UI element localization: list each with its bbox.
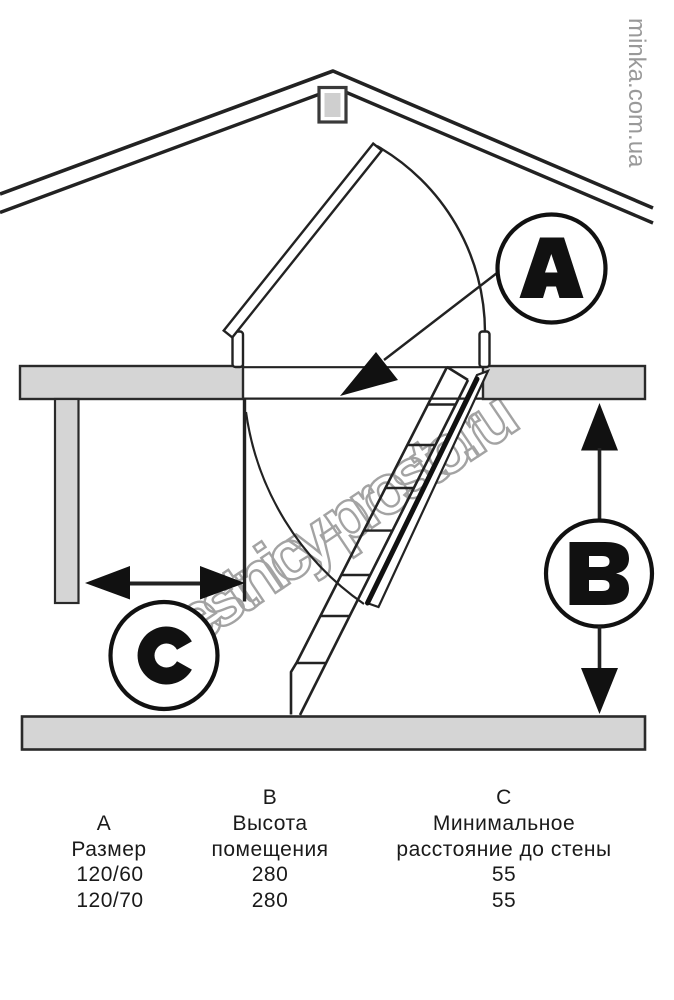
svg-text:C: C (496, 786, 512, 809)
svg-text:55: 55 (492, 863, 516, 886)
svg-text:120/60: 120/60 (76, 863, 143, 886)
svg-text:120/70: 120/70 (76, 889, 143, 912)
svg-text:расстояние до стены: расстояние до стены (396, 838, 611, 861)
svg-text:55: 55 (492, 889, 516, 912)
svg-text:Минимальное: Минимальное (433, 812, 575, 835)
svg-text:Высота: Высота (232, 812, 307, 835)
svg-text:A: A (97, 812, 112, 835)
svg-text:280: 280 (252, 863, 289, 886)
svg-text:помещения: помещения (211, 838, 328, 861)
svg-text:Размер: Размер (71, 838, 146, 861)
svg-text:280: 280 (252, 889, 289, 912)
svg-text:B: B (263, 786, 278, 809)
svg-text:minka.com.ua: minka.com.ua (623, 18, 650, 168)
svg-text:lestnicy-prosto.ru: lestnicy-prosto.ru (153, 376, 529, 665)
